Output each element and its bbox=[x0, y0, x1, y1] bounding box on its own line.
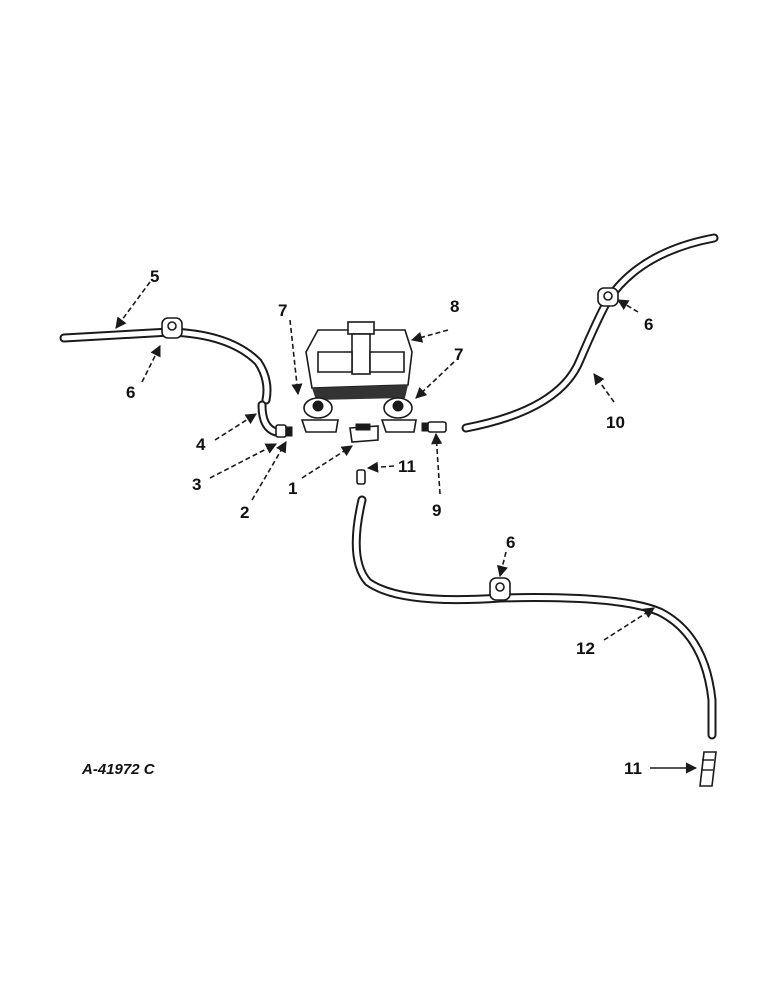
callout-6-right: 6 bbox=[644, 315, 653, 334]
callout-7-left: 7 bbox=[278, 301, 287, 320]
callout-12: 12 bbox=[576, 639, 595, 658]
tube-10 bbox=[461, 233, 719, 433]
callout-3: 3 bbox=[192, 475, 201, 494]
callout-7-right: 7 bbox=[454, 345, 463, 364]
callout-4: 4 bbox=[196, 435, 206, 454]
clip-6-right bbox=[597, 287, 619, 307]
tube-12 bbox=[351, 495, 717, 740]
clip-6-left bbox=[161, 317, 183, 339]
fitting-11-right bbox=[699, 751, 717, 787]
valve-body-8 bbox=[305, 321, 413, 400]
callout-6-bottom: 6 bbox=[506, 533, 515, 552]
callout-1: 1 bbox=[288, 479, 297, 498]
fitting-11-center bbox=[356, 469, 366, 485]
callout-6-left: 6 bbox=[126, 383, 135, 402]
callout-10: 10 bbox=[606, 413, 625, 432]
drawing-code: A-41972 C bbox=[81, 761, 156, 778]
callout-11-right: 11 bbox=[624, 759, 642, 778]
clip-6-bottom bbox=[489, 577, 511, 601]
fitting-3 bbox=[275, 424, 287, 438]
connector-1 bbox=[349, 423, 379, 443]
valve-7-right bbox=[380, 397, 417, 433]
callout-11-center: 11 bbox=[398, 457, 416, 476]
callout-5: 5 bbox=[150, 267, 159, 286]
leader-lines bbox=[115, 281, 698, 774]
callout-9: 9 bbox=[432, 501, 441, 520]
nut-2 bbox=[285, 426, 293, 437]
valve-7-left bbox=[300, 397, 339, 433]
fitting-9 bbox=[421, 421, 447, 433]
callout-2: 2 bbox=[240, 503, 249, 522]
callout-8: 8 bbox=[450, 297, 459, 316]
elbow-fitting-4 bbox=[257, 400, 281, 437]
tube-5 bbox=[59, 327, 272, 405]
